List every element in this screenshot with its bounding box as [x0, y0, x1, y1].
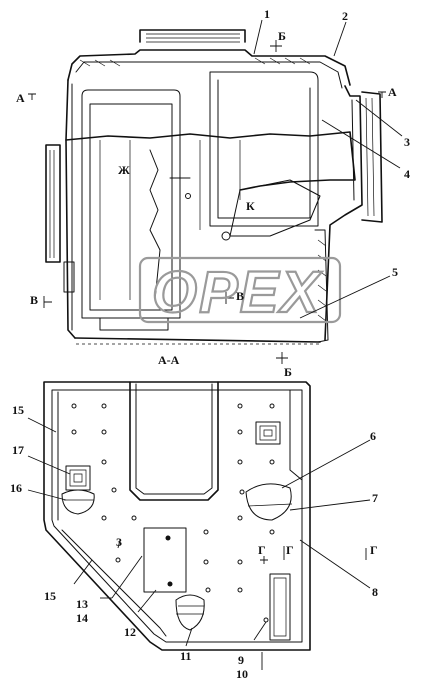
- floor-line: [74, 337, 321, 343]
- section-title: А-А: [158, 353, 180, 367]
- marker-a-left: А: [16, 91, 25, 105]
- marker-b-top: Б: [278, 29, 286, 43]
- callout-15-top: 15: [12, 403, 24, 417]
- central-tunnel: [129, 381, 219, 501]
- marker-g-mid: Г: [286, 543, 294, 557]
- oval-11: [175, 594, 205, 631]
- top-duct: [139, 29, 246, 43]
- watermark-frame: [138, 256, 342, 324]
- callout-3-lower: 3: [116, 535, 122, 549]
- left-frame: [81, 89, 181, 319]
- hatch-17: [65, 465, 91, 491]
- oval-6-7: [245, 483, 292, 521]
- callout-2: 2: [342, 9, 348, 23]
- upper-view: [28, 29, 386, 364]
- marker-a-right: А: [388, 85, 397, 99]
- labels: 1 2 3 4 5 6 7 8 9 10 11 12 13 14 15 15 1…: [10, 7, 410, 681]
- marker-k: К: [246, 199, 255, 213]
- marker-zh: Ж: [118, 163, 130, 177]
- left-wall: [65, 79, 76, 339]
- callout-3: 3: [404, 135, 410, 149]
- callout-10: 10: [236, 667, 248, 681]
- callout-13: 13: [76, 597, 88, 611]
- callout-4: 4: [404, 167, 410, 181]
- bolts: [71, 403, 275, 623]
- left-door: [45, 144, 61, 263]
- watermark: OPEX: [138, 256, 342, 326]
- lower-box: [229, 179, 321, 237]
- oval-16: [61, 489, 95, 515]
- leader-lines: [27, 19, 403, 670]
- callout-6: 6: [370, 429, 376, 443]
- callout-14: 14: [76, 611, 88, 625]
- callout-5: 5: [392, 265, 398, 279]
- right-wall: [324, 85, 363, 341]
- right-door: [361, 91, 383, 223]
- callout-9: 9: [238, 653, 244, 667]
- lower-view: [43, 381, 367, 651]
- marker-b-bottom: Б: [284, 365, 292, 379]
- plate-12: [143, 527, 187, 593]
- marker-v-left: В: [30, 293, 38, 307]
- right-frame: [209, 71, 319, 227]
- callout-1: 1: [264, 7, 270, 21]
- callout-12: 12: [124, 625, 136, 639]
- callout-11: 11: [180, 649, 191, 663]
- marker-v-mid: В: [236, 289, 244, 303]
- floor-outline: [43, 381, 311, 651]
- roof-outline: [67, 49, 351, 86]
- band: [65, 131, 356, 191]
- callout-16: 16: [10, 481, 22, 495]
- hatch-top: [255, 421, 281, 445]
- callout-15-bottom: 15: [44, 589, 56, 603]
- callout-8: 8: [372, 585, 378, 599]
- strip-8: [269, 573, 291, 641]
- watermark-text: OPEX: [152, 260, 322, 325]
- floor-inner: [51, 389, 303, 643]
- callout-7: 7: [372, 491, 378, 505]
- marker-g-left: Г: [258, 543, 266, 557]
- marker-g-right: Г: [370, 543, 378, 557]
- callout-17: 17: [12, 443, 24, 457]
